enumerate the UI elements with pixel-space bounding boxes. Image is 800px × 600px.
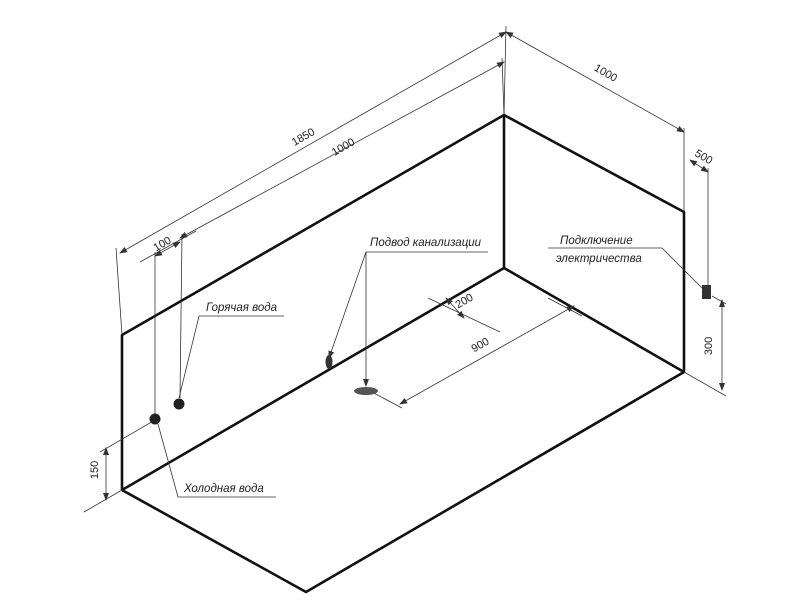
drain-connection: Подвод канализации (325, 237, 488, 395)
dimension-offset-left: 100 (139, 230, 197, 420)
side-wall-outline (503, 113, 686, 374)
cold-water-pipe-icon (149, 413, 161, 425)
dimension-power-height-text: 300 (703, 337, 715, 355)
dimension-drain-offset: 200 (427, 292, 501, 333)
power-label-line2: электричества (556, 253, 642, 265)
cold-water-connection: Холодная вода (149, 413, 276, 498)
drain-connection-label: Подвод канализации (370, 237, 482, 249)
dimension-length-inner-text: 1000 (330, 136, 357, 159)
drain-pipe-icon (325, 355, 333, 369)
power-socket-icon (702, 285, 711, 299)
dimension-drain-length: 900 (367, 297, 583, 409)
cold-water-label: Холодная вода (183, 483, 264, 495)
dimension-length-total: 1850 (115, 25, 507, 336)
power-label-line1: Подключение (560, 235, 633, 247)
dimension-drain-length-text: 900 (470, 336, 492, 356)
hot-water-connection: Горячая вода (173, 302, 284, 410)
dimension-water-height-text: 150 (89, 461, 101, 479)
dimension-water-height: 150 (83, 419, 156, 513)
dimension-length-total-text: 1850 (290, 126, 317, 149)
dimension-depth-total: 1000 (505, 31, 685, 212)
dimension-depth-total-text: 1000 (592, 62, 619, 85)
back-wall-outline (120, 113, 506, 492)
power-connection: Подключение электричества (548, 235, 711, 299)
drain-outlet-icon (354, 387, 378, 395)
floor-outline (121, 370, 685, 594)
room-outline (120, 113, 686, 594)
hot-water-label: Горячая вода (206, 302, 277, 314)
dimension-length-inner: 1000 (179, 57, 505, 399)
dimension-depth-offset: 500 (689, 148, 714, 292)
dimension-power-height: 300 (683, 295, 727, 397)
dimension-offset-left-text: 100 (152, 235, 174, 255)
hot-water-pipe-icon (173, 398, 185, 410)
